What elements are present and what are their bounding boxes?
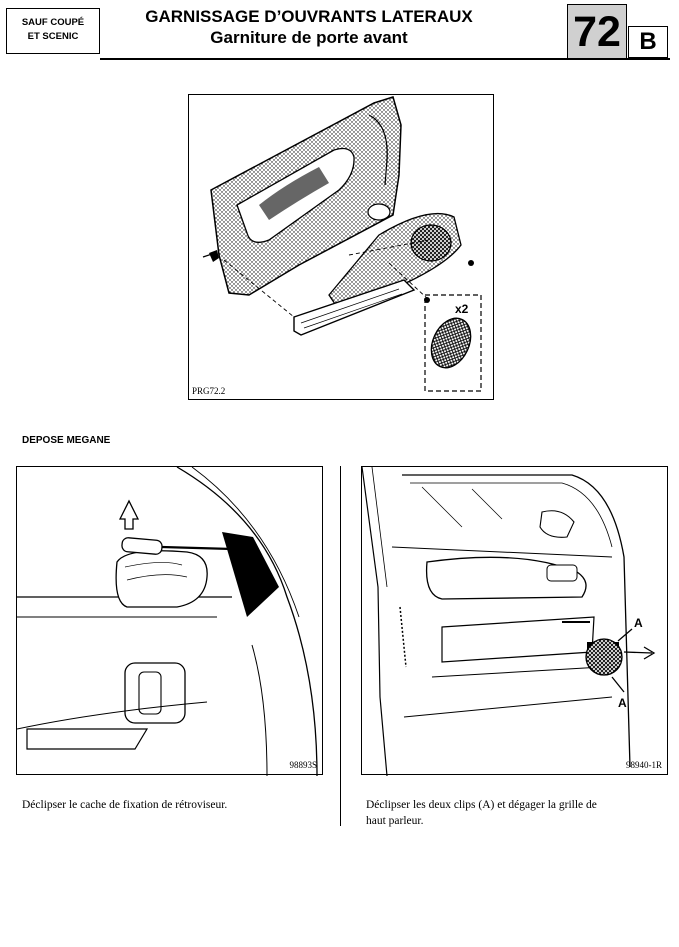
right-figure-ref: 98940-1R bbox=[626, 760, 662, 770]
chapter-number: 72 bbox=[567, 4, 627, 59]
model-scope-line1: SAUF COUPÉ bbox=[21, 17, 85, 28]
model-scope-box: SAUF COUPÉ ET SCENIC bbox=[6, 8, 100, 54]
page-subtitle: Garniture de porte avant bbox=[210, 28, 408, 47]
right-caption-line1: Déclipser les deux clips (A) et dégager … bbox=[366, 799, 597, 811]
door-trim-exploded-illustration: x2 bbox=[202, 96, 482, 392]
model-scope-line2: ET SCENIC bbox=[27, 31, 79, 42]
right-caption: Déclipser les deux clips (A) et dégager … bbox=[366, 797, 597, 829]
page-title-block: GARNISSAGE D’OUVRANTS LATERAUX Garniture… bbox=[100, 6, 518, 48]
exploded-door-figure: x2 PRG72.2 bbox=[188, 94, 494, 400]
speaker-grille-figure: A A 98940-1R bbox=[361, 466, 668, 776]
column-divider bbox=[340, 466, 341, 826]
right-caption-line2: haut parleur. bbox=[366, 815, 424, 827]
main-figure-ref: PRG72.2 bbox=[192, 386, 226, 396]
grille-multiplier: x2 bbox=[455, 302, 469, 316]
clip-label-a-top: A bbox=[634, 616, 643, 630]
chapter-letter: B bbox=[628, 26, 668, 58]
page-title: GARNISSAGE D’OUVRANTS LATERAUX bbox=[145, 7, 473, 26]
clip-label-a-bottom: A bbox=[618, 696, 627, 710]
left-figure-ref: 98893S bbox=[289, 760, 317, 770]
mirror-cover-figure: 98893S bbox=[16, 466, 323, 776]
section-title: DEPOSE MEGANE bbox=[22, 435, 111, 446]
left-caption: Déclipser le cache de fixation de rétrov… bbox=[22, 799, 228, 811]
header-rule bbox=[100, 58, 670, 60]
mirror-cover-illustration bbox=[17, 467, 318, 776]
door-interior-illustration: A A bbox=[362, 467, 656, 776]
